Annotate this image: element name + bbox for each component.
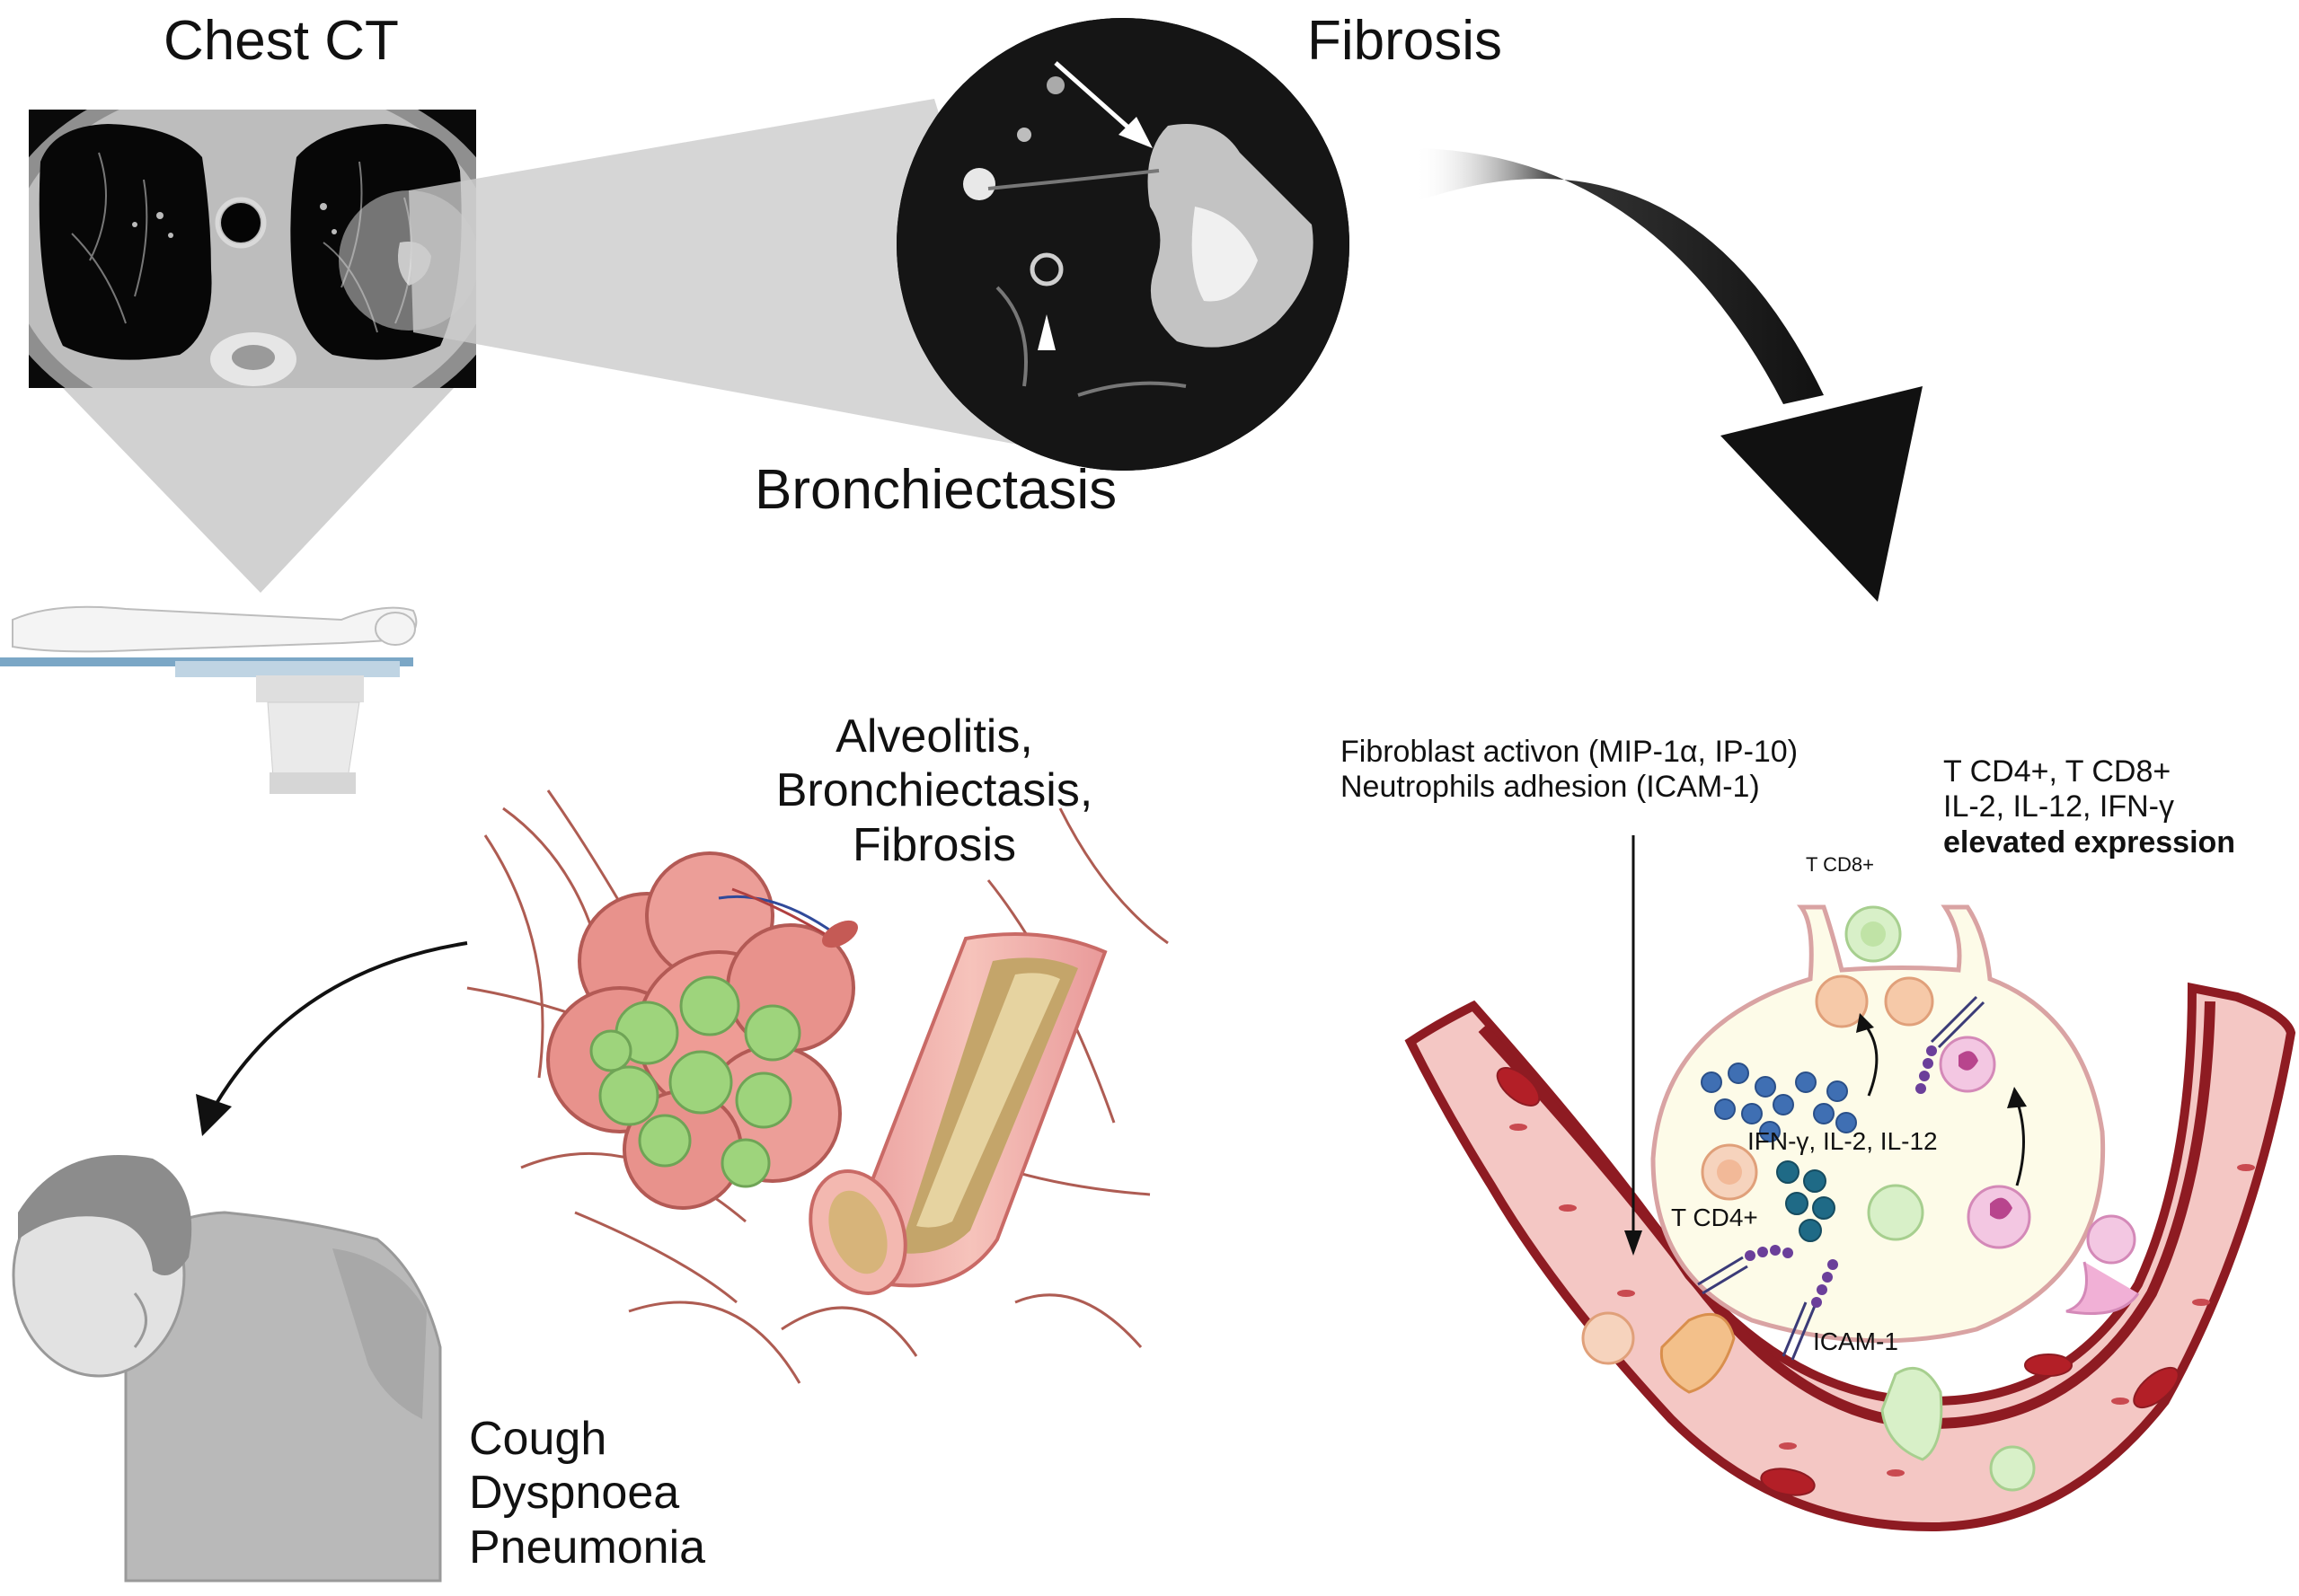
zoom-cone — [409, 99, 1042, 449]
t-cd4-label: T CD4+ — [1671, 1204, 1758, 1231]
t-cd8-label: T CD8+ — [1806, 853, 1875, 876]
symptom-item: Pneumonia — [469, 1521, 706, 1574]
bronchiectasis-label: Bronchiectasis — [755, 459, 1118, 521]
lung-tissue-caption: Alveolitis, Bronchiectasis, Fibrosis — [737, 710, 1132, 872]
vertical-arrow — [1624, 835, 1642, 1256]
lung-tissue-illustration — [466, 789, 1169, 1384]
cytokines-label: IFN-γ, IL-2, IL-12 — [1747, 1127, 1938, 1155]
patient-ct-table — [0, 605, 418, 794]
icam-label: ICAM-1 — [1813, 1327, 1898, 1355]
fibroblast-caption-line: Neutrophils adhesion (ICAM-1) — [1340, 770, 1760, 805]
fibrosis-label: Fibrosis — [1307, 10, 1503, 72]
symptoms-list: Cough Dyspnoea Pneumonia — [469, 1412, 705, 1574]
ct-projection-cone — [63, 388, 454, 593]
alveolus-vessel-illustration — [1404, 904, 2296, 1532]
symptom-item: Dyspnoea — [469, 1467, 680, 1520]
lung-tissue-caption-line: Alveolitis, — [836, 710, 1033, 763]
t-cell-caption-line: T CD4+, T CD8+ — [1943, 754, 2171, 789]
symptom-item: Cough — [469, 1413, 607, 1465]
lung-tissue-caption-line: Bronchiectasis, — [775, 764, 1093, 817]
fibroblast-caption: Fibroblast activon (MIP-1α, IP-10) Neutr… — [1340, 735, 1798, 806]
chest-ct-title: Chest CT — [164, 10, 399, 72]
t-cell-caption-line: IL-2, IL-12, IFN-γ — [1943, 789, 2174, 824]
lung-tissue-caption-line: Fibrosis — [852, 818, 1017, 871]
t-cell-caption: T CD4+, T CD8+ IL-2, IL-12, IFN-γ elevat… — [1943, 754, 2235, 860]
ct-scan-image — [29, 110, 476, 388]
t-cell-caption-bold: elevated expression — [1943, 824, 2236, 860]
fibroblast-caption-line: Fibroblast activon (MIP-1α, IP-10) — [1340, 735, 1799, 769]
zoomed-scan-image — [897, 18, 1349, 471]
large-curved-arrow — [1415, 148, 1923, 602]
curved-arrow-to-patient — [196, 941, 468, 1136]
coughing-patient-illustration — [12, 1155, 442, 1583]
